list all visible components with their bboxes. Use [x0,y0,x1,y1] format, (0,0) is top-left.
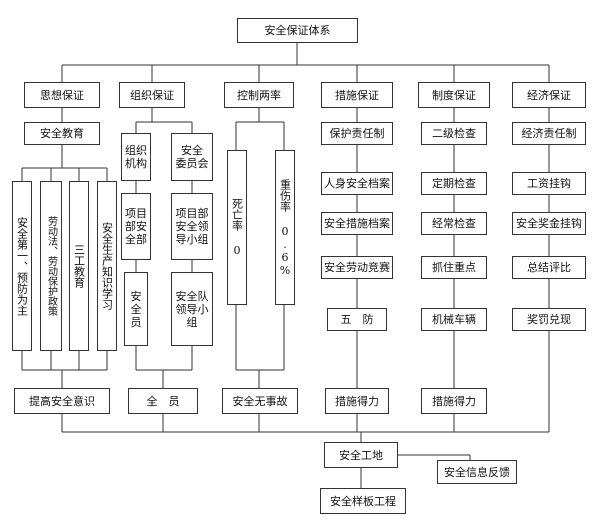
economic-item-4: 总结评比 [512,256,586,279]
footer-measures-effective-2: 措施得力 [421,388,487,414]
measures-item-4: 安全劳动竞赛 [321,256,393,279]
safety-officer-box: 安 全 员 [124,272,148,346]
measures-item-3: 安全措施档案 [321,212,393,235]
header-economic: 经济保证 [512,82,586,108]
system-item-2: 定期检查 [421,172,487,195]
header-thought: 思想保证 [24,82,100,108]
footer-all-staff: 全 员 [128,388,198,414]
vertical-box-2: 劳动法、劳动保护政策 [40,181,62,351]
safety-feedback-box: 安全信息反馈 [437,460,517,484]
header-system: 制度保证 [418,82,490,108]
project-safety-dept-box: 项目 部安 全部 [121,193,151,260]
measures-item-1: 保护责任制 [321,122,393,145]
economic-item-3: 安全奖金挂钩 [512,212,586,235]
footer-measures-effective-1: 措施得力 [325,388,389,414]
measures-item-2: 人身安全档案 [321,172,393,195]
economic-item-1: 经济责任制 [512,122,586,145]
safety-education-box: 安全教育 [24,122,100,145]
vertical-box-1: 安全第一、预防为主 [12,181,32,351]
injury-rate-box: 重伤率 0.6% [275,150,295,305]
project-leading-group-box: 项目部 安全领 导小组 [171,193,213,260]
system-item-1: 二级检查 [421,122,487,145]
death-rate-box: 死亡率 0 [227,150,247,305]
footer-awareness: 提高安全意识 [14,388,110,414]
safety-committee-box: 安全 委员会 [171,133,213,181]
measures-item-5: 五 防 [327,308,387,331]
economic-item-5: 奖罚兑现 [512,308,586,331]
system-title-box: 安全保证体系 [237,18,358,43]
system-item-3: 经常检查 [421,212,487,235]
model-project-box: 安全样板工程 [320,488,406,514]
economic-item-2: 工资挂钩 [512,172,586,195]
safe-site-box: 安全工地 [324,442,398,468]
vertical-box-4: 安全生产知识学习 [97,181,117,351]
header-measures: 措施保证 [321,82,393,108]
header-organization: 组织保证 [119,82,185,108]
system-item-5: 机械车辆 [421,308,487,331]
footer-no-accident: 安全无事故 [222,388,298,414]
team-leading-group-box: 安全队 领导小 组 [171,272,213,346]
vertical-box-3: 三工教育 [69,181,89,351]
org-structure-box: 组织 机构 [121,133,151,181]
system-item-4: 抓住重点 [421,256,487,279]
header-control-rates: 控制两率 [224,82,294,108]
